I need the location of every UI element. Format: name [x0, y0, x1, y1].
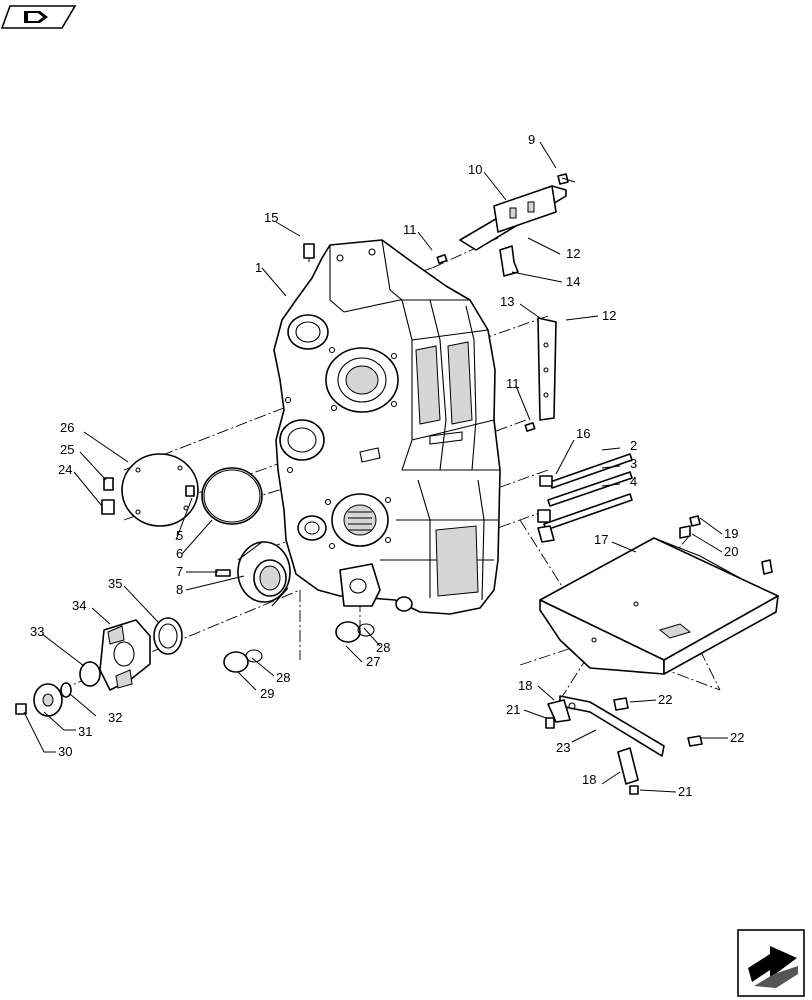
plate-14: [499, 245, 519, 277]
seal-ring-35: [153, 617, 183, 655]
callout-34: 34: [72, 598, 86, 613]
callout-10: 10: [468, 162, 482, 177]
callout-22-right: 22: [730, 730, 744, 745]
callout-28-left: 28: [276, 670, 290, 685]
callout-20: 20: [724, 544, 738, 559]
callout-4: 4: [630, 474, 637, 489]
callout-28-right: 28: [376, 640, 390, 655]
tube-assembly: [537, 453, 633, 543]
callout-22-top: 22: [658, 692, 672, 707]
callout-12-top: 12: [566, 246, 580, 261]
callout-35: 35: [108, 576, 122, 591]
callout-leaders: [23, 141, 728, 793]
bolt-7: [215, 569, 231, 577]
callout-6: 6: [176, 546, 183, 561]
cover-plate-26: [121, 453, 199, 527]
callout-30: 30: [58, 744, 72, 759]
callout-13: 13: [500, 294, 514, 309]
callout-33: 33: [30, 624, 44, 639]
callout-18-top: 18: [518, 678, 532, 693]
callout-9: 9: [528, 132, 535, 147]
callout-32: 32: [108, 710, 122, 725]
callout-12-right: 12: [602, 308, 616, 323]
dowel-pins-11: [436, 254, 536, 432]
callout-8: 8: [176, 582, 183, 597]
callout-29: 29: [260, 686, 274, 701]
callout-23: 23: [556, 740, 570, 755]
screw-15: [303, 243, 315, 262]
callout-15: 15: [264, 210, 278, 225]
callout-31: 31: [78, 724, 92, 739]
callout-17: 17: [594, 532, 608, 547]
callout-7: 7: [176, 564, 183, 579]
book-navigation-icon[interactable]: [0, 5, 77, 29]
callout-16: 16: [576, 426, 590, 441]
callout-11-top: 11: [403, 222, 417, 237]
mounting-bracket-10: [459, 173, 576, 251]
gasket-6: [201, 467, 263, 525]
oil-tray-17: [539, 537, 779, 675]
support-bracket-23: [545, 695, 703, 795]
callout-numbers: 1 2 3 4 5 6 7 8 9 10 11 11 12 12 13 14 1…: [30, 132, 744, 799]
callout-26: 26: [60, 420, 74, 435]
callout-21-bottom: 21: [678, 784, 692, 799]
bolts-24-25-5: [101, 477, 195, 515]
callout-18-bottom: 18: [582, 772, 596, 787]
bearing-cover-8: [237, 541, 291, 607]
callout-5: 5: [176, 528, 183, 543]
yoke-34: [99, 619, 151, 691]
callout-25: 25: [60, 442, 74, 457]
callout-3: 3: [630, 456, 637, 471]
callout-11-right: 11: [506, 376, 520, 391]
plug-29: [223, 649, 263, 673]
washer-31-32: [33, 682, 72, 717]
callout-14: 14: [566, 274, 580, 289]
callout-1: 1: [255, 260, 262, 275]
callout-27: 27: [366, 654, 380, 669]
transmission-housing: [273, 239, 501, 615]
callout-19: 19: [724, 526, 738, 541]
o-ring-33: [79, 661, 101, 687]
cover-strip-13: [537, 317, 557, 421]
bolt-30: [15, 703, 27, 715]
plug-27: [335, 621, 375, 643]
bolts-19-20: [679, 515, 773, 575]
callout-21-left: 21: [506, 702, 520, 717]
callout-24: 24: [58, 462, 72, 477]
callout-2: 2: [630, 438, 637, 453]
next-page-arrow-icon[interactable]: [737, 929, 805, 997]
